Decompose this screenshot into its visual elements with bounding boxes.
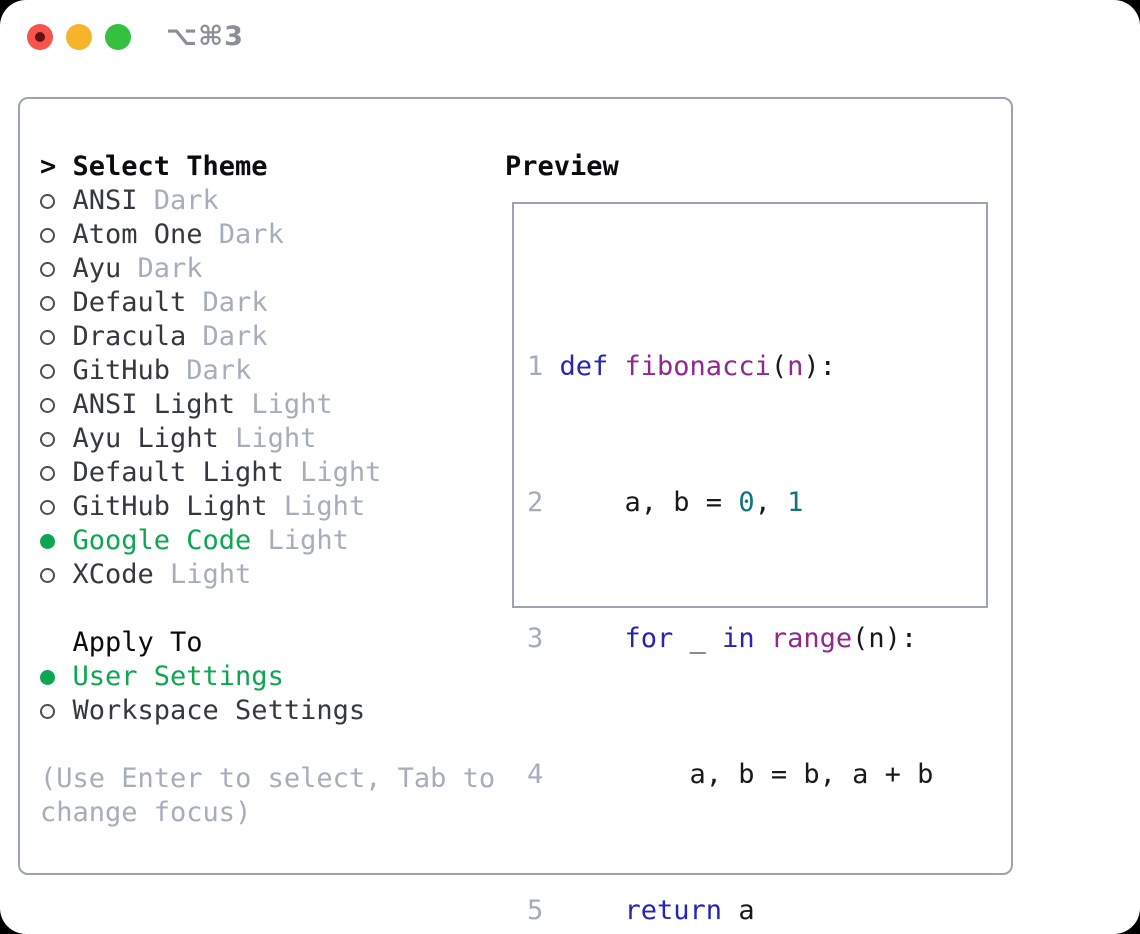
theme-variant-badge: Dark	[218, 219, 284, 250]
minimize-button[interactable]	[66, 24, 92, 50]
radio-icon[interactable]	[40, 398, 55, 413]
cursor-chevron-icon: >	[40, 151, 57, 182]
spacer	[40, 592, 495, 626]
line-number: 1	[527, 351, 544, 382]
radio-selected-icon[interactable]	[40, 534, 55, 549]
radio-icon[interactable]	[40, 704, 55, 719]
line-number: 4	[527, 759, 544, 790]
window-title: ⌥⌘3	[166, 21, 244, 52]
line-number: 5	[527, 895, 544, 926]
theme-variant-badge: Light	[267, 525, 349, 556]
line-number: 3	[527, 623, 544, 654]
theme-variant-badge: Dark	[202, 321, 268, 352]
theme-variant-badge: Dark	[153, 185, 219, 216]
select-theme-title: Select Theme	[72, 151, 268, 182]
theme-variant-badge: Light	[235, 423, 317, 454]
radio-icon[interactable]	[40, 194, 55, 209]
preview-title: Preview	[505, 151, 619, 182]
theme-variant-badge: Dark	[137, 253, 203, 284]
radio-icon[interactable]	[40, 568, 55, 583]
theme-variant-badge: Light	[283, 491, 366, 522]
apply-to-title: Apply To	[72, 627, 203, 658]
close-button[interactable]	[27, 24, 53, 50]
radio-selected-icon[interactable]	[40, 670, 55, 685]
code-line-3: 3 for _ in range(n):	[527, 623, 918, 654]
keyboard-hint-line2: change focus)	[40, 797, 252, 828]
zoom-button[interactable]	[105, 24, 131, 50]
line-number: 2	[527, 487, 544, 518]
theme-variant-badge: Light	[251, 389, 333, 420]
apply-to-header: Apply To	[40, 626, 495, 660]
apply-option-workspace-settings[interactable]: Workspace Settings	[40, 694, 495, 728]
radio-icon[interactable]	[40, 466, 55, 481]
radio-icon[interactable]	[40, 364, 55, 379]
radio-icon[interactable]	[40, 432, 55, 447]
radio-icon[interactable]	[40, 500, 55, 515]
theme-variant-badge: Dark	[186, 355, 252, 386]
theme-variant-badge: Light	[300, 457, 382, 488]
window-titlebar: ⌥⌘3	[0, 0, 1140, 74]
spacer	[40, 728, 495, 762]
radio-icon[interactable]	[40, 296, 55, 311]
select-theme-header: > Select Theme	[40, 150, 495, 184]
theme-variant-badge: Light	[170, 559, 252, 590]
theme-variant-badge: Dark	[202, 287, 268, 318]
apply-option-user-settings[interactable]: User Settings	[40, 660, 495, 694]
radio-icon[interactable]	[40, 228, 55, 243]
code-line-4: 4 a, b = b, a + b	[527, 759, 934, 790]
code-line-2: 2 a, b = 0, 1	[527, 487, 804, 518]
close-button-dot-icon	[35, 32, 45, 42]
radio-icon[interactable]	[40, 330, 55, 345]
radio-icon[interactable]	[40, 262, 55, 277]
code-line-5: 5 return a	[527, 895, 755, 926]
keyboard-hint-line1: (Use Enter to select, Tab to	[40, 763, 496, 794]
